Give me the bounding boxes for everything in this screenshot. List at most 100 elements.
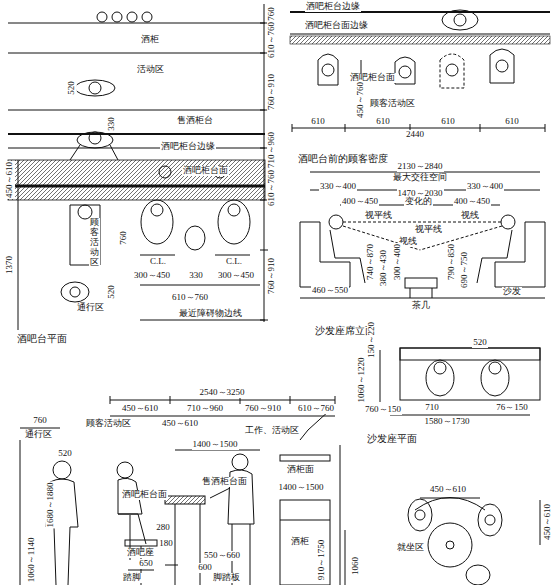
dimension-label: 760 — [119, 230, 129, 246]
dimension-label: 2130～2840 — [397, 162, 444, 172]
dimension-label: 顾客活动区 — [85, 419, 132, 429]
dimension-label: 酒吧柜台面边缘 — [304, 21, 369, 31]
dimension-label: 1400～1500 — [192, 440, 239, 450]
dimension-label: 1370 — [5, 255, 15, 275]
dimension-label: 沙发 — [502, 287, 522, 297]
panel-caption: 酒吧台平面 — [16, 333, 68, 344]
dimension-label: 工作、活动区 — [244, 426, 300, 436]
dimension-label: 活动区 — [136, 65, 165, 75]
dimension-label: 2540～3250 — [199, 388, 246, 398]
dimension-label: 1580～1730 — [424, 417, 471, 427]
dimension-label: 760～150 — [364, 405, 402, 415]
dimension-label: 150～220 — [367, 321, 377, 359]
dimension-label: 610～760 — [267, 21, 277, 59]
dimension-label: 300～450 — [217, 271, 255, 281]
dimension-label: C.L. — [225, 257, 243, 267]
dimension-label: 760 — [32, 416, 48, 426]
dimension-label: 76～150 — [495, 403, 529, 413]
dimension-label: 450～610 — [5, 161, 15, 199]
dimension-label: 760～910 — [267, 73, 277, 111]
dimension-label: 2440 — [405, 130, 425, 140]
dimension-label: 450～610 — [121, 404, 159, 414]
dimension-label: 400～450 — [341, 197, 379, 207]
dimension-label: 180 — [158, 539, 174, 549]
dimension-label: 酒吧柜台面 — [182, 166, 229, 176]
dimension-label: C.L. — [149, 257, 167, 267]
dimension-label: 520 — [472, 338, 488, 348]
dimension-label: 通行区 — [24, 430, 53, 440]
dimension-label: 300～450 — [133, 271, 171, 281]
bar-plan — [8, 4, 268, 330]
dimension-label: 520 — [107, 284, 117, 300]
dimension-label: 最近障碍物边线 — [178, 309, 243, 319]
dimension-label: 踏脚 — [122, 573, 142, 583]
dimension-label: 酒吧座 — [126, 548, 155, 558]
dimension-label: 酒吧柜台面 — [121, 490, 168, 500]
sofa-plan — [380, 348, 540, 415]
dimension-label: 610 — [440, 117, 456, 127]
dimension-label: 450～610 — [161, 419, 199, 429]
dimension-label: 1060～1140 — [27, 536, 37, 583]
dimension-label: 酒柜面 — [286, 465, 315, 475]
dimension-label: 330 — [188, 271, 204, 281]
dimension-label: 通行区 — [76, 303, 105, 313]
dimension-label: 1060～1220 — [356, 356, 366, 403]
dimension-label: 450～760 — [356, 81, 366, 119]
dimension-label: 视平线 — [414, 225, 443, 235]
dimension-label: 300～400 — [393, 243, 403, 281]
dimension-label: 710 — [424, 403, 440, 413]
dimension-label: 售酒柜台面 — [201, 477, 248, 487]
dimension-label: 顾客活动区 — [369, 99, 416, 109]
dimension-label: 910～1750 — [317, 539, 327, 582]
panel-caption: 酒吧台前的顾客密度 — [297, 153, 389, 164]
dimension-label: 610～760 — [171, 293, 209, 303]
dimension-label: 740～870 — [366, 243, 376, 281]
dimension-label: 酒柜 — [140, 35, 160, 45]
dimension-label: 550～660 — [203, 551, 241, 561]
bar-elevation — [20, 396, 340, 585]
dimension-label: 650 — [138, 559, 154, 569]
dimension-label: 610 — [375, 117, 391, 127]
dimension-label: 茶几 — [411, 301, 431, 311]
dimension-label: 变化的 — [404, 197, 433, 207]
dimension-label: 710～960 — [267, 131, 277, 169]
dimension-label: 视线 — [460, 211, 480, 221]
dimension-label: 610 — [310, 117, 326, 127]
dimension-label: 610～760 — [267, 169, 277, 207]
dimension-label: 1060 — [351, 556, 361, 576]
dimension-label: 330 — [107, 116, 117, 132]
dimension-label: 酒吧柜台边缘 — [160, 142, 216, 152]
dimension-label: 690～750 — [460, 251, 470, 289]
dimension-label: 760 — [267, 6, 277, 22]
dimension-label: 酒柜 — [290, 537, 310, 547]
dimension-label: 610～760 — [297, 404, 335, 414]
dimension-label: 710～960 — [186, 404, 224, 414]
panel-caption: 沙发座平面 — [366, 433, 418, 444]
customer-density-plan — [290, 10, 550, 132]
dimension-label: 790～850 — [447, 243, 457, 281]
dimension-label: 330～400 — [466, 182, 504, 192]
dimension-label: 顾客活动区 — [89, 218, 100, 267]
dimension-label: 最大交往空间 — [392, 173, 448, 183]
dimension-label: 售酒柜台 — [176, 116, 214, 126]
dimension-label: 1680～1880 — [45, 481, 55, 528]
dimension-label: 520 — [57, 449, 73, 459]
sofa-elevation — [300, 172, 545, 298]
dimension-label: 450～610 — [429, 485, 467, 495]
dimension-label: 600 — [197, 563, 213, 573]
dimension-label: 酒吧柜台边缘 — [305, 2, 361, 12]
dimension-label: 280 — [155, 523, 171, 533]
dimension-label: 380～430 — [379, 249, 389, 287]
dimension-label: 400～450 — [453, 197, 491, 207]
dimension-label: 视平线 — [364, 211, 393, 221]
dimension-label: 610 — [504, 117, 520, 127]
dimension-label: 460～550 — [311, 286, 349, 296]
dimension-label: 就坐区 — [396, 543, 425, 553]
dimension-label: 1400～1500 — [278, 483, 325, 493]
dimension-label: 520 — [67, 80, 77, 96]
dimension-label: 450～610 — [543, 503, 553, 541]
round-table-plan — [345, 498, 540, 585]
dimension-label: 760～910 — [244, 404, 282, 414]
